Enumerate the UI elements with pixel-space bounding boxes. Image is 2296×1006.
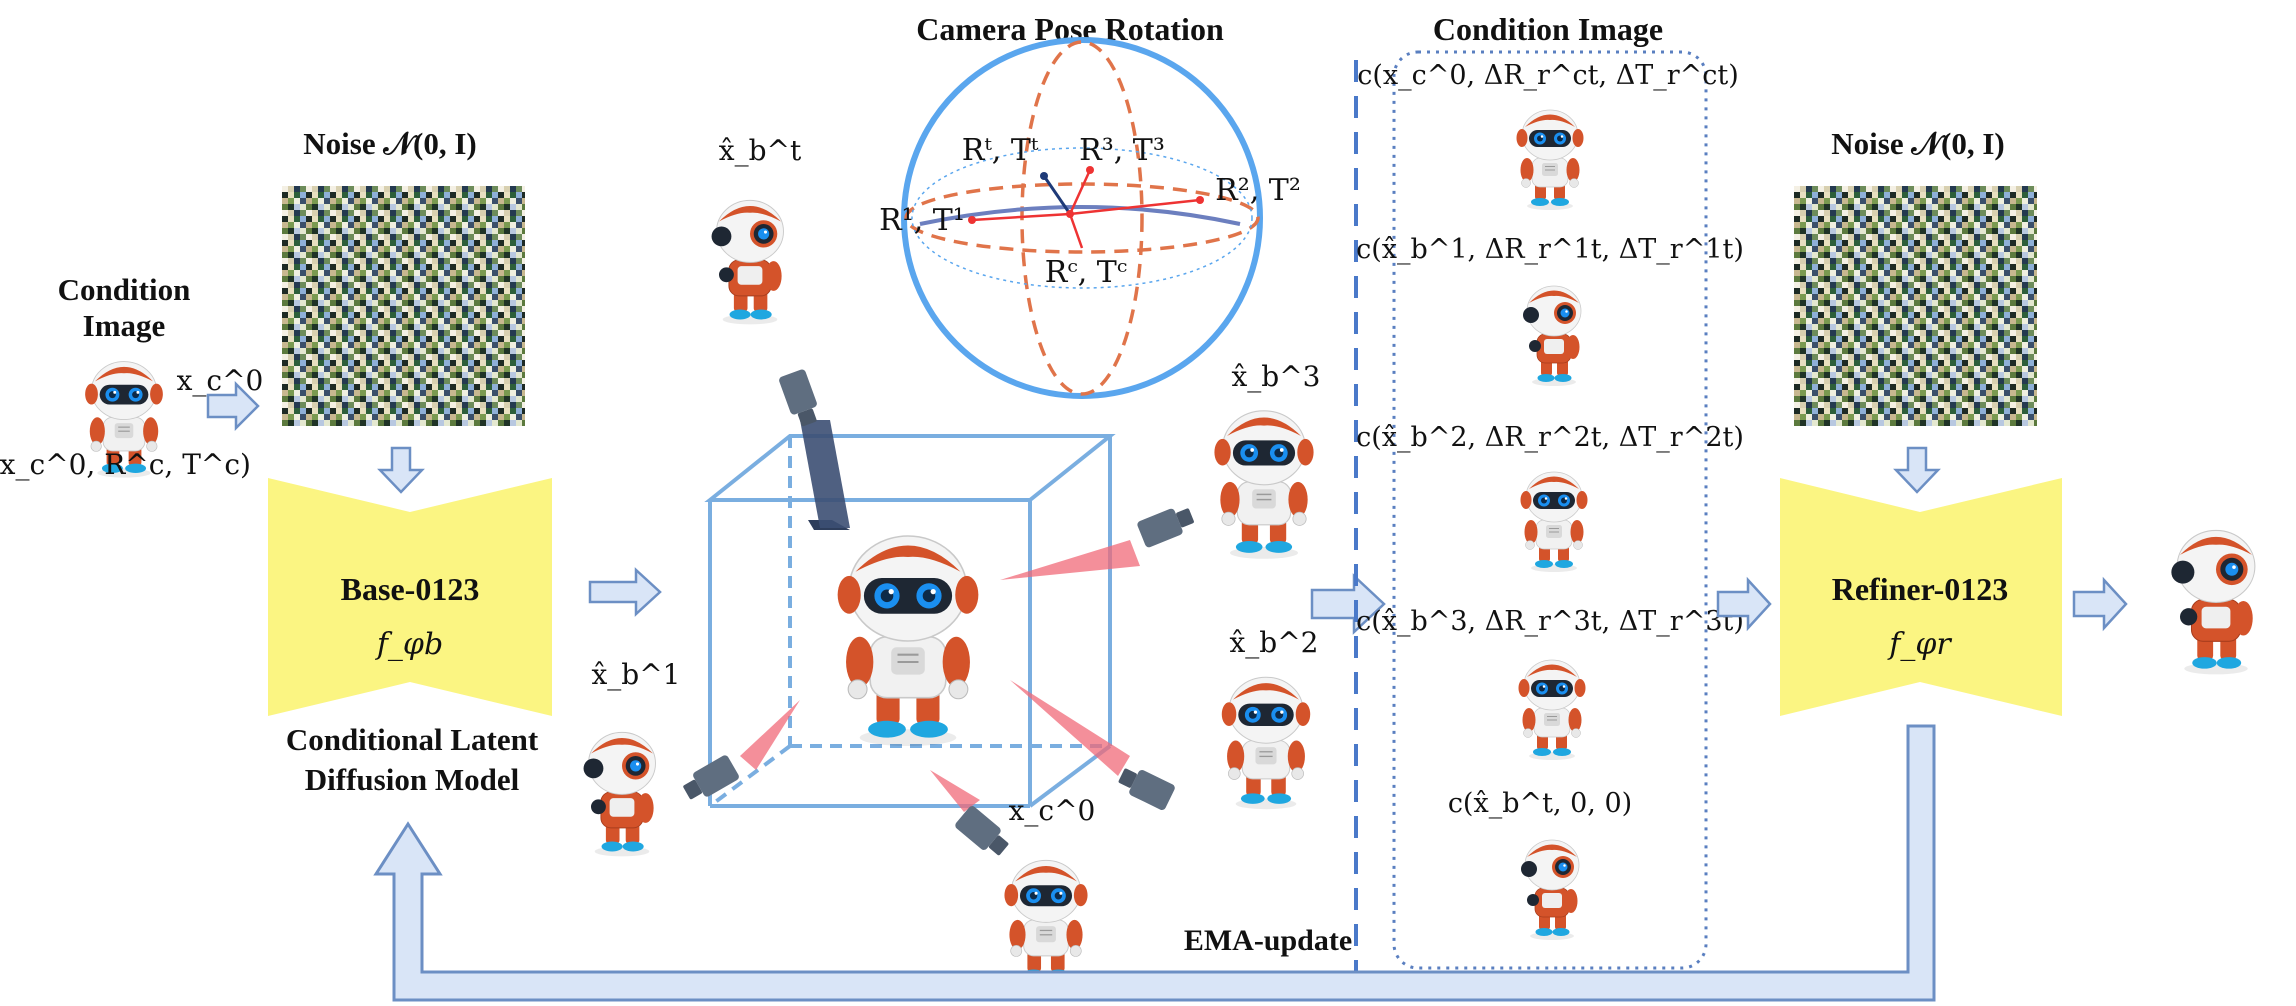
view-label-2: x̂_b^2 [1230,626,1319,659]
arrow-views-to-conditions [1310,573,1386,635]
condition-image-title-line2: Image [83,308,166,343]
output-robot-image [2170,529,2256,675]
arrow-conditions-to-refiner [1716,576,1772,632]
view-robot-t [711,199,784,325]
camera-top [778,368,823,429]
view-label-1: x̂_b^1 [592,658,681,691]
view-robot-1 [583,731,656,857]
refiner-model-symbol: f_φr [1887,627,1952,662]
view-label-3: x̂_b^3 [1232,360,1321,393]
camera-cube [704,434,1116,808]
pose-label-r1: R¹, T¹ [879,203,965,238]
pose-label-rc: Rᶜ, Tᶜ [1045,255,1127,290]
pose-label-r3: R³, T³ [1079,133,1165,168]
arrow-base-to-cube [588,567,662,617]
frustum-bottom [930,770,980,812]
ema-update-label: EMA-update [1184,924,1352,957]
condition-robot-1 [1522,285,1582,387]
noise-right-label: Noise 𝒩(0, I) [1831,126,2004,161]
camera-pose-sphere [901,37,1263,399]
view-robot-3 [1213,410,1315,560]
arrow-noise-to-base [377,446,425,494]
noise-right-image [1794,186,2037,426]
condition-robot-0 [1516,109,1584,211]
condition-panel-title: Condition Image [1433,11,1663,47]
pose-label-r2: R², T² [1215,173,1301,208]
pose-label-rt: Rᵗ, Tᵗ [962,133,1039,168]
condition-formula-1: c(x̂_b^1, ΔR_r^1t, ΔT_r^1t) [1356,234,1744,265]
camera-right-top [1136,502,1197,549]
condition-image-title-line1: Condition [58,272,191,307]
frustum-right-top [1000,540,1140,580]
refiner-model-name: Refiner-0123 [1832,571,2009,607]
base-model-caption-line1: Conditional Latent [286,722,539,757]
condition-formula-0: c(x_c^0, ΔR_r^ct, ΔT_r^ct) [1357,60,1739,91]
condition-robot-4 [1520,839,1580,941]
noise-left-label: Noise 𝒩(0, I) [303,126,476,161]
camera-right-bottom [1115,762,1177,812]
condition-formula-2: c(x̂_b^2, ΔR_r^2t, ΔT_r^2t) [1356,422,1744,453]
view-label-t: x̂_b^t [719,134,802,167]
arrow-noise-to-refiner [1893,446,1941,494]
view-robot-2 [1221,676,1311,810]
condition-formula-left: c(x_c^0, R^c, T^c) [0,448,251,481]
noise-left-image [282,186,525,426]
arrow-refiner-to-output [2072,576,2128,632]
condition-formula-4: c(x̂_b^t, 0, 0) [1448,788,1632,819]
arrow-condition-to-base [206,380,260,432]
frustum-right-bottom [1010,680,1130,776]
base-model-block [268,478,552,716]
view-label-xc0: x_c^0 [1009,794,1096,827]
base-model-symbol: f_φb [375,627,443,662]
camera-bottom [953,804,1014,861]
base-model-caption-line2: Diffusion Model [305,762,520,797]
center-robot [836,534,980,748]
condition-robot-2 [1520,471,1588,573]
frustum-left-bottom [740,700,800,770]
ema-feedback-arrow [373,724,1936,1002]
view-robot-xc0 [1003,859,1089,986]
condition-robot-3 [1518,659,1586,761]
condition-formula-3: c(x̂_b^3, ΔR_r^3t, ΔT_r^3t) [1356,606,1744,637]
input-xc0-label: x_c^0 [177,364,264,397]
refiner-model-block [1780,478,2062,716]
base-model-name: Base-0123 [341,571,480,607]
